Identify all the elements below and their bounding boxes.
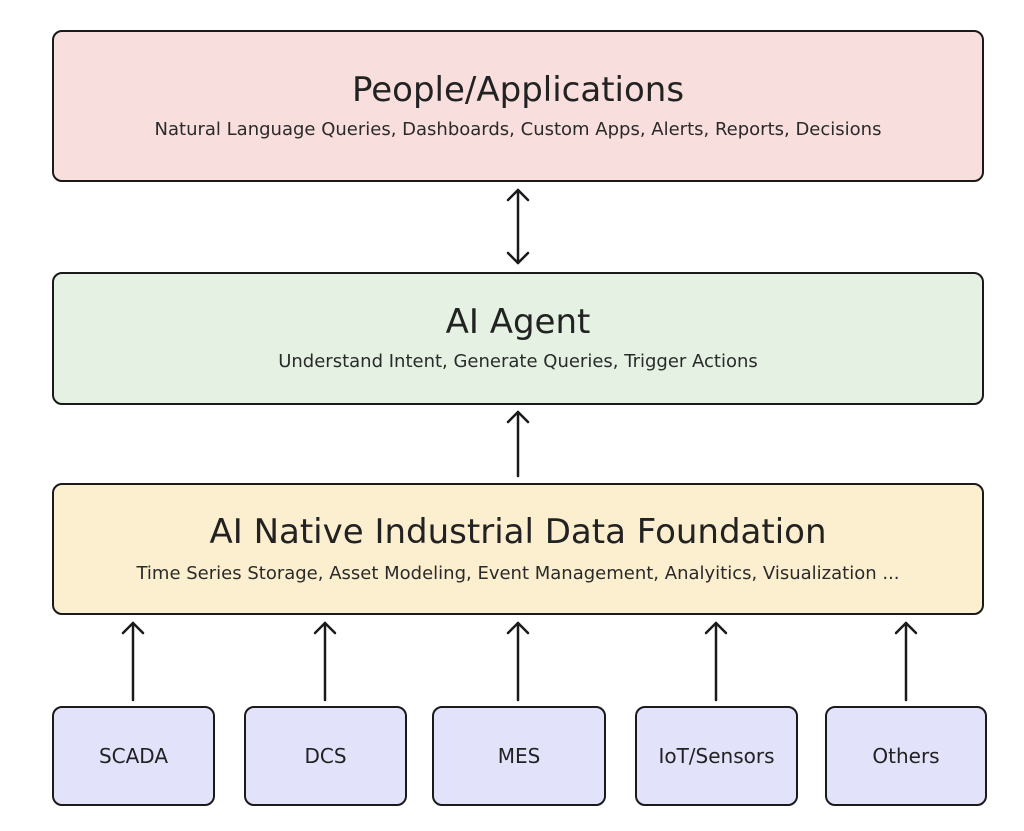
arrow-mes-foundation bbox=[506, 621, 530, 702]
data-foundation-subtitle: Time Series Storage, Asset Modeling, Eve… bbox=[136, 562, 900, 584]
arrow-foundation-agent bbox=[506, 410, 530, 478]
people-applications-title: People/Applications bbox=[351, 69, 685, 110]
ai-agent-title: AI Agent bbox=[445, 302, 591, 343]
arrow-iot-foundation bbox=[704, 621, 728, 702]
data-foundation-layer: AI Native Industrial Data Foundation Tim… bbox=[52, 483, 984, 615]
people-applications-layer: People/Applications Natural Language Que… bbox=[52, 30, 984, 182]
data-foundation-title: AI Native Industrial Data Foundation bbox=[209, 511, 827, 552]
source-box-iot-sensors: IoT/Sensors bbox=[635, 706, 798, 806]
arrow-scada-foundation bbox=[121, 621, 145, 702]
source-box-dcs: DCS bbox=[244, 706, 407, 806]
source-box-others: Others bbox=[825, 706, 987, 806]
ai-agent-subtitle: Understand Intent, Generate Queries, Tri… bbox=[278, 351, 758, 373]
arrow-others-foundation bbox=[894, 621, 918, 702]
source-box-scada: SCADA bbox=[52, 706, 215, 806]
arrow-dcs-foundation bbox=[313, 621, 337, 702]
arrow-agent-people bbox=[506, 188, 530, 265]
source-box-mes: MES bbox=[432, 706, 606, 806]
people-applications-subtitle: Natural Language Queries, Dashboards, Cu… bbox=[154, 118, 882, 140]
ai-agent-layer: AI Agent Understand Intent, Generate Que… bbox=[52, 272, 984, 405]
